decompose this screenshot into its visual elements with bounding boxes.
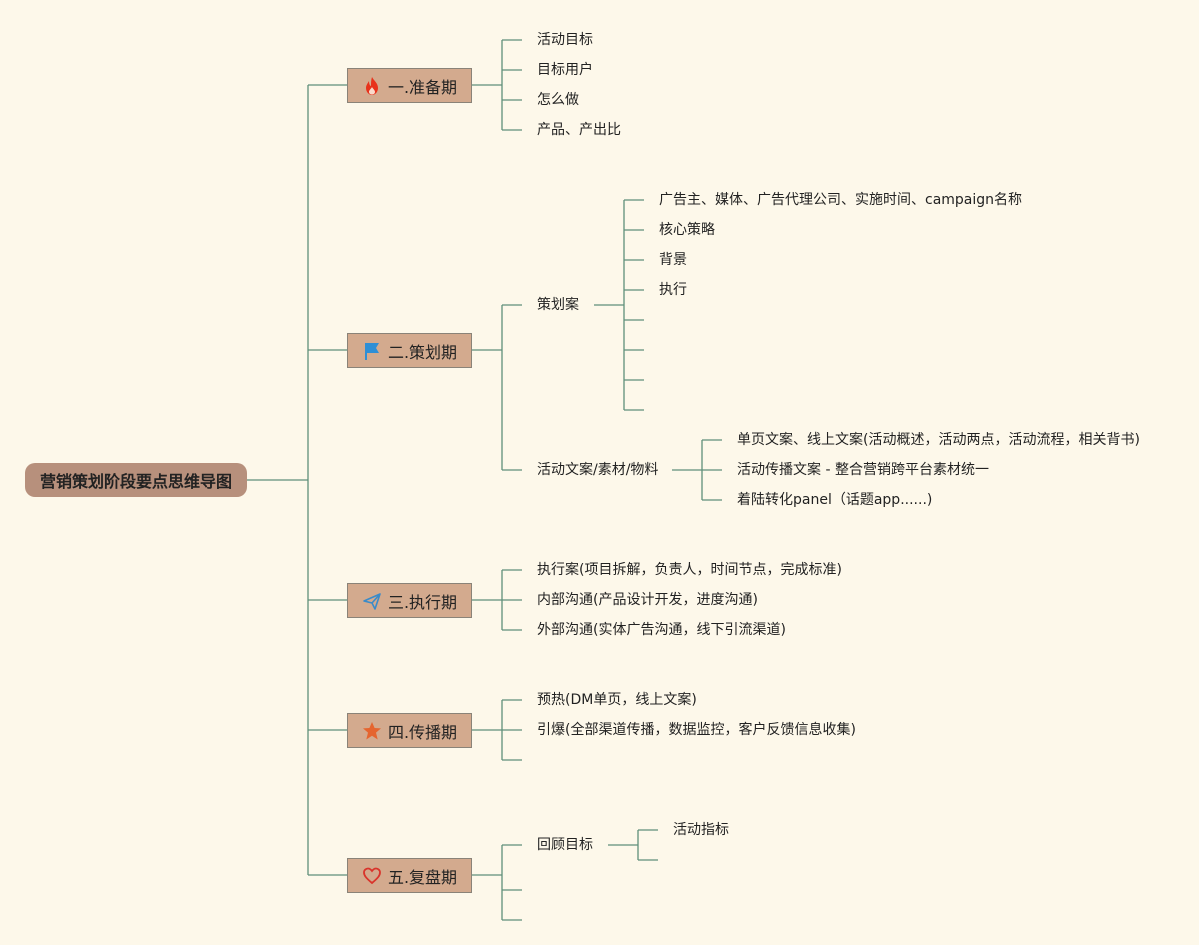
stage-label: 四.传播期 [387, 722, 458, 742]
prep-item[interactable]: 怎么做 [537, 92, 579, 108]
stage-execution[interactable]: 三.执行期 [347, 583, 472, 618]
stage-planning[interactable]: 二.策划期 [347, 333, 472, 368]
plan-doc-item[interactable]: 背景 [659, 252, 687, 268]
heart-icon [362, 866, 382, 886]
copy-item[interactable]: 着陆转化panel（话题app......) [737, 492, 933, 508]
prep-item[interactable]: 目标用户 [537, 62, 593, 78]
plan-doc-item[interactable]: 核心策略 [659, 222, 715, 238]
spread-item[interactable]: 预热(DM单页，线上文案) [537, 692, 697, 708]
stage-label: 二.策划期 [387, 342, 458, 362]
review-goal-item[interactable]: 活动指标 [673, 822, 729, 838]
execution-item[interactable]: 执行案(项目拆解，负责人，时间节点，完成标准) [537, 562, 842, 578]
paper-plane-icon [362, 591, 382, 611]
stage-label: 一.准备期 [387, 77, 458, 97]
stage-label: 三.执行期 [387, 592, 458, 612]
plan-doc-item[interactable]: 广告主、媒体、广告代理公司、实施时间、campaign名称 [659, 192, 1023, 208]
stage-spread[interactable]: 四.传播期 [347, 713, 472, 748]
review-goal-node[interactable]: 回顾目标 [537, 837, 593, 853]
copy-item[interactable]: 单页文案、线上文案(活动概述，活动两点，活动流程，相关背书) [737, 432, 1140, 448]
fire-icon [362, 76, 382, 96]
execution-item[interactable]: 内部沟通(产品设计开发，进度沟通) [537, 592, 758, 608]
flag-icon [362, 341, 382, 361]
prep-item[interactable]: 产品、产出比 [537, 122, 621, 138]
stage-label: 五.复盘期 [387, 867, 458, 887]
prep-item[interactable]: 活动目标 [537, 32, 593, 48]
stage-review[interactable]: 五.复盘期 [347, 858, 472, 893]
root-topic[interactable]: 营销策划阶段要点思维导图 [25, 463, 247, 497]
plan-doc-node[interactable]: 策划案 [537, 297, 579, 313]
execution-item[interactable]: 外部沟通(实体广告沟通，线下引流渠道) [537, 622, 786, 638]
copy-node[interactable]: 活动文案/素材/物料 [537, 462, 659, 478]
star-icon [362, 721, 382, 741]
spread-item[interactable]: 引爆(全部渠道传播，数据监控，客户反馈信息收集) [537, 722, 856, 738]
plan-doc-item[interactable]: 执行 [659, 282, 687, 298]
stage-prep[interactable]: 一.准备期 [347, 68, 472, 103]
copy-item[interactable]: 活动传播文案 - 整合营销跨平台素材统一 [737, 462, 989, 478]
